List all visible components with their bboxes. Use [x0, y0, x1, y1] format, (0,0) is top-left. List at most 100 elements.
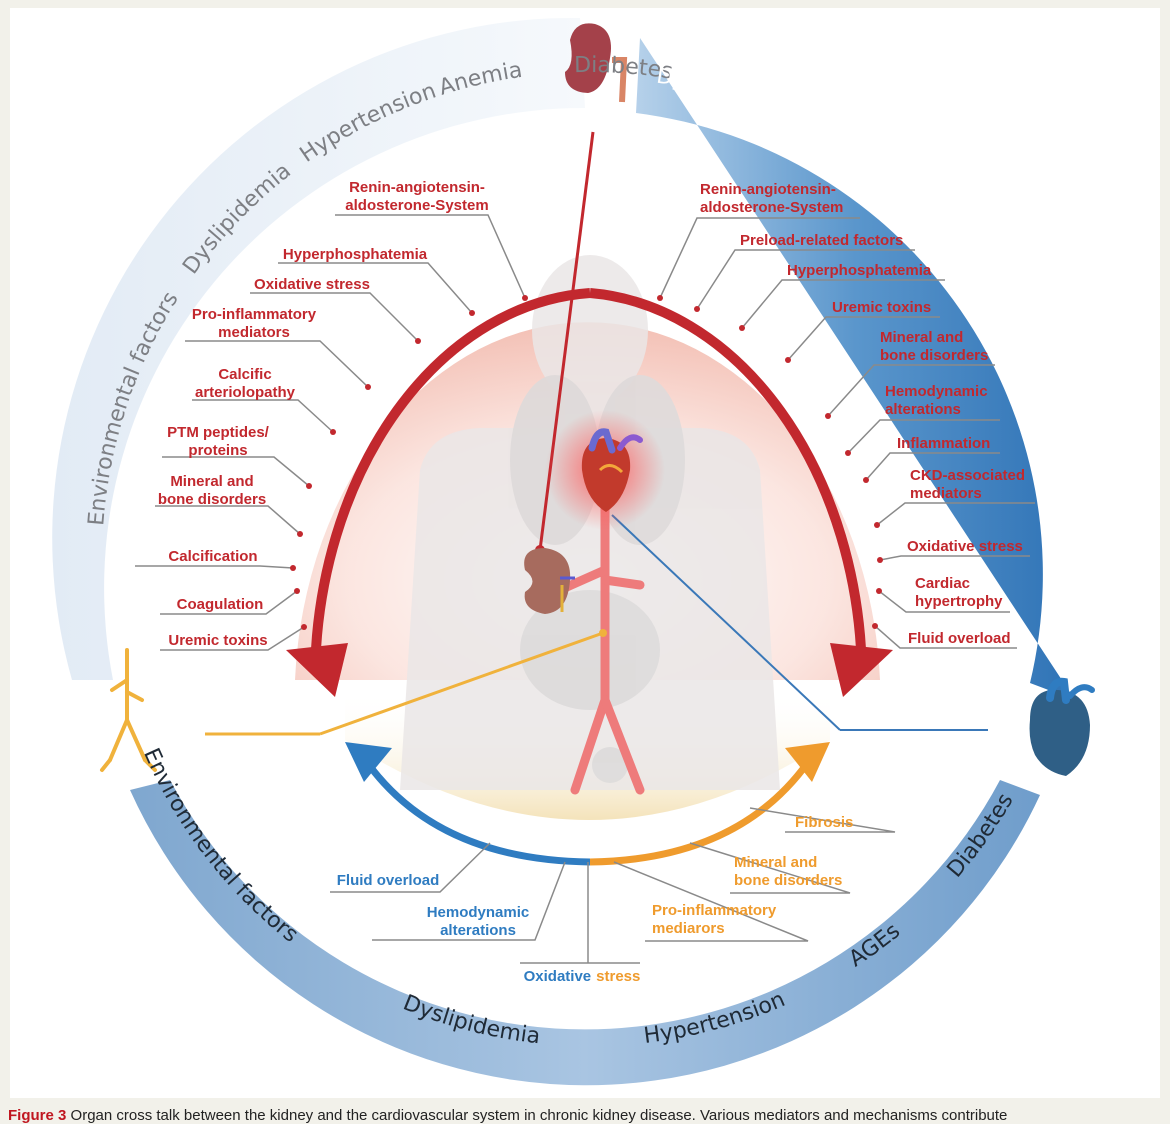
heart-kidney-leader-2 — [741, 279, 945, 329]
vessel-orange-leader-2 — [749, 807, 896, 833]
kidney-heart-leader-5 — [162, 456, 310, 487]
kidney-heart-leader-8-dot — [294, 588, 300, 594]
heart-kidney-mediator-10: Fluid overload — [908, 630, 1011, 647]
vessel-orange-leader-1 — [689, 842, 851, 894]
right-ring-band — [636, 38, 1075, 700]
kidney-heart-leader-2 — [250, 292, 419, 342]
kidney-heart-leader-7 — [135, 565, 294, 569]
heart-kidney-leader-3-dot — [785, 357, 791, 363]
kidney-heart-leader-3-dot — [365, 384, 371, 390]
heart-kidney-mediator-0: Renin-angiotensin-aldosterone-System — [700, 181, 843, 216]
figure-caption-text: Organ cross talk between the kidney and … — [70, 1108, 1008, 1124]
kidney-heart-leader-4 — [192, 399, 334, 433]
heart-kidney-mediator-2: Hyperphosphatemia — [787, 262, 932, 279]
heart-kidney-leader-0-dot — [657, 295, 663, 301]
kidney-heart-mediator-9: Uremic toxins — [168, 632, 267, 649]
heart-kidney-leader-4-dot — [825, 413, 831, 419]
heart-kidney-leader-10-dot — [872, 623, 878, 629]
kidney-heart-leader-1-dot — [469, 310, 475, 316]
right-heart-icon — [1029, 677, 1095, 776]
vessel-orange-leader-0 — [613, 861, 809, 942]
figure-caption: Figure 3 Organ cross talk between the ki… — [8, 1108, 1170, 1124]
mediator-labels: Renin-angiotensin-aldosterone-SystemHype… — [158, 179, 1025, 985]
kidney-heart-mediator-7: Calcification — [168, 548, 257, 565]
top-kidney-icon — [565, 23, 628, 103]
heart-kidney-leader-9-dot — [876, 588, 882, 594]
kidney-to-heart-arc — [310, 288, 591, 673]
heart-to-kidney-arrowhead — [830, 643, 893, 697]
heart-kidney-leader-2-dot — [739, 325, 745, 331]
kidney-heart-leader-5-dot — [306, 483, 312, 489]
bottom-ring-band — [130, 780, 1040, 1086]
intestines — [520, 590, 660, 783]
vessel-orange-mediator-2: Fibrosis — [795, 814, 853, 831]
heart-kidney-leader-6-dot — [863, 477, 869, 483]
kidney-heart-leader-0-dot — [522, 295, 528, 301]
heart-to-kidney-arc — [589, 288, 867, 673]
kidney-heart-mediator-0: Renin-angiotensin-aldosterone-System — [345, 179, 488, 214]
heart-kidney-mediator-3: Uremic toxins — [832, 299, 931, 316]
heart-kidney-leader-3 — [787, 316, 940, 361]
central-kidney-icon — [524, 548, 575, 614]
vessel-blue-mediator-0: Fluid overload — [337, 872, 440, 889]
heart-kidney-leader-7 — [876, 502, 1035, 526]
vessel-connector-dot — [599, 629, 607, 637]
heart-kidney-leader-8-dot — [877, 557, 883, 563]
vessel-blue-arrowhead — [345, 742, 392, 782]
heart-kidney-leader-8 — [879, 555, 1030, 561]
kidney-heart-leader-6 — [155, 505, 301, 535]
heart-kidney-leader-0 — [659, 217, 860, 299]
heart-kidney-leader-5 — [847, 419, 1000, 454]
kidney-heart-leader-9-dot — [301, 624, 307, 630]
vessel-blue-leader-1 — [372, 861, 566, 941]
central-heart-icon — [581, 428, 643, 512]
heart-kidney-mediator-8: Oxidative stress — [907, 538, 1023, 555]
heart-kidney-leader-6 — [865, 452, 1000, 481]
kidney-heart-mediator-2: Oxidative stress — [254, 276, 370, 293]
kidney-heart-leader-9 — [160, 626, 305, 651]
kidney-heart-leader-3 — [185, 340, 369, 388]
kidney-heart-leader-0 — [335, 214, 526, 299]
heart-kidney-leader-1 — [696, 249, 915, 310]
heart-kidney-leader-4 — [827, 364, 995, 417]
kidney-heart-leader-8 — [160, 590, 298, 615]
vessel-blue-arc — [357, 750, 591, 866]
left-ring-band — [52, 17, 585, 681]
heart-kidney-leader-1-dot — [694, 306, 700, 312]
kidney-heart-mediator-8: Coagulation — [177, 596, 264, 613]
figure-label: Figure 3 — [8, 1108, 67, 1124]
heart-kidney-leader-5-dot — [845, 450, 851, 456]
heart-kidney-leader-10 — [874, 625, 1017, 649]
kidney-heart-leader-1 — [278, 262, 473, 314]
kidney-heart-leader-7-dot — [290, 565, 296, 571]
vessel-tree-icon — [100, 648, 157, 772]
leader-lines — [135, 214, 1035, 964]
heart-kidney-leader-7-dot — [874, 522, 880, 528]
vessel-blue-leader-0 — [330, 842, 491, 893]
kidney-heart-leader-2-dot — [415, 338, 421, 344]
kidney-heart-mediator-1: Hyperphosphatemia — [283, 246, 428, 263]
kidney-heart-mediator-5: PTM peptides/proteins — [167, 424, 270, 459]
aorta — [555, 495, 645, 795]
heart-connector — [611, 514, 841, 731]
heart-kidney-mediator-6: Inflammation — [897, 435, 990, 452]
heart-kidney-mediator-1: Preload-related factors — [740, 232, 903, 249]
vessel-connector — [319, 631, 604, 736]
kidney-heart-leader-4-dot — [330, 429, 336, 435]
kidney-heart-leader-6-dot — [297, 531, 303, 537]
vessel-orange-arc — [589, 750, 818, 866]
vessel-orange-arrowhead — [785, 742, 830, 782]
heart-kidney-leader-9 — [878, 590, 1010, 613]
